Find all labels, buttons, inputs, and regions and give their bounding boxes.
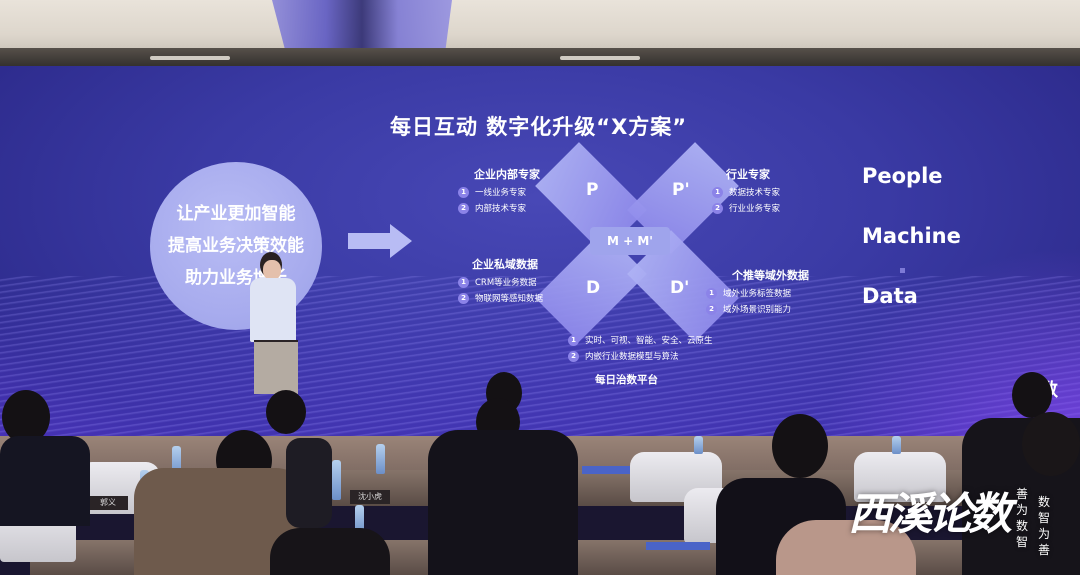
- number-badge-2: 2: [712, 202, 723, 214]
- platform-label: 每日治数平台: [595, 374, 658, 386]
- audience-head: [266, 390, 306, 434]
- speaker-pants: [254, 342, 298, 394]
- petal-label-d-prime: D': [670, 278, 690, 298]
- watermark-title: 西溪论数: [848, 489, 1012, 540]
- water-bottle: [694, 436, 703, 454]
- folder: [646, 542, 710, 550]
- water-bottle: [355, 505, 364, 535]
- nameplate: 沈小虎: [350, 490, 390, 504]
- ceiling-fixture: [150, 56, 230, 60]
- number-badge-1: 1: [458, 276, 469, 288]
- chair: [854, 452, 946, 502]
- goal-line: 让产业更加智能: [176, 204, 296, 224]
- petal-label-d: D: [586, 278, 601, 298]
- group-title: 企业内部专家: [474, 168, 540, 181]
- number-badge-2: 2: [458, 292, 469, 304]
- audience-member: [0, 436, 90, 526]
- group-title: 行业专家: [726, 168, 770, 181]
- group-title: 个推等域外数据: [732, 269, 809, 282]
- water-bottle: [332, 460, 341, 500]
- watermark-slogan-right: 数智为善: [1038, 495, 1051, 557]
- pmd-data: Data: [862, 284, 918, 308]
- audience-head: [2, 390, 50, 444]
- audience-member: [428, 430, 578, 575]
- number-badge-1: 1: [458, 186, 469, 198]
- presentation-screen: [0, 66, 1080, 446]
- goal-line: 提高业务决策效能: [168, 236, 304, 256]
- audience-head: [1022, 412, 1080, 476]
- water-bottle: [892, 436, 901, 454]
- audience-head: [772, 414, 828, 478]
- number-badge-2: 2: [568, 350, 579, 362]
- audience-head: [1012, 372, 1052, 418]
- right-arrow-icon: [348, 224, 412, 258]
- speaker: [250, 252, 302, 394]
- slide-title: 每日互动 数字化升级“X方案”: [390, 115, 688, 139]
- ceiling-fixture: [560, 56, 640, 60]
- petal-label-p: P: [586, 180, 599, 200]
- speaker-face: [263, 260, 281, 280]
- speaker-shirt: [250, 278, 296, 342]
- decorative-dot: [900, 268, 905, 273]
- water-bottle: [172, 446, 181, 476]
- audience-member: [270, 528, 390, 575]
- ceiling-beam: [0, 48, 1080, 70]
- petal-label-p-prime: P': [672, 180, 690, 200]
- group-title: 企业私域数据: [472, 258, 538, 271]
- pmd-people: People: [862, 164, 943, 188]
- water-bottle: [376, 444, 385, 474]
- pmd-machine: Machine: [862, 224, 961, 248]
- number-badge-1: 1: [712, 186, 723, 198]
- number-badge-1: 1: [568, 334, 579, 346]
- audience-member: [286, 438, 332, 528]
- number-badge-2: 2: [706, 303, 717, 315]
- folder: [582, 466, 630, 474]
- watermark-slogan-left: 善为数智: [1016, 487, 1029, 549]
- nameplate: 郭义: [88, 496, 128, 510]
- number-badge-2: 2: [458, 202, 469, 214]
- audience-member: [776, 520, 916, 575]
- number-badge-1: 1: [706, 287, 717, 299]
- center-box-m-plus-m-prime: M + M': [590, 227, 670, 255]
- ceiling-light-panel: [272, 0, 452, 55]
